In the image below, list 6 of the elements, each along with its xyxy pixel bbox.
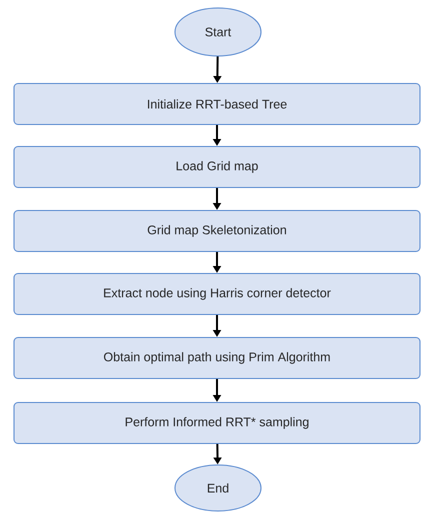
process-box: Extract node using Harris corner detector xyxy=(14,273,420,315)
process-box: Initialize RRT-based Tree xyxy=(14,83,420,125)
process-box: Load Grid map xyxy=(14,146,420,188)
process-box: Grid map Skeletonization xyxy=(14,210,420,252)
process-box: Obtain optimal path using Prim Algorithm xyxy=(14,337,420,379)
process-box: Perform Informed RRT* sampling xyxy=(14,402,420,444)
